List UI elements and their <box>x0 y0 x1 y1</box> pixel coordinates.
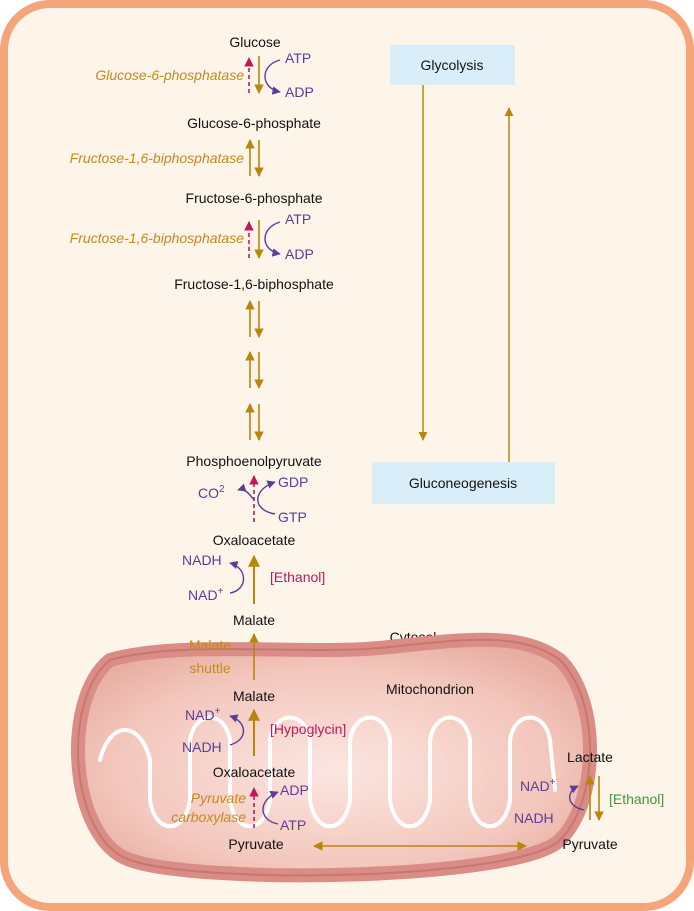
pc-enzyme-label-1: Pyruvate <box>191 790 246 806</box>
pyruvate-cytosol-label: Pyruvate <box>562 836 617 852</box>
hypoglycin-label: [Hypoglycin] <box>270 721 346 737</box>
nadh-1-label: NADH <box>182 552 222 568</box>
nadh-2-label: NADH <box>182 739 222 755</box>
glucose-label: Glucose <box>229 34 281 50</box>
mitochondrion <box>78 640 590 876</box>
malate-mito-label: Malate <box>233 688 275 704</box>
fructose-6-phosphate-label: Fructose-6-phosphate <box>186 190 323 206</box>
fbpase-2-enzyme-label: Fructose-1,6-biphosphatase <box>70 230 245 246</box>
oxaloacetate-mito-label: Oxaloacetate <box>213 764 296 780</box>
ethanol-cytosol-label: [Ethanol] <box>270 569 325 585</box>
gluconeogenesis-label: Gluconeogenesis <box>409 475 517 491</box>
ethanol-lactate-label: [Ethanol] <box>609 791 664 807</box>
malate-shuttle-label-1: Malate <box>189 637 231 653</box>
lactate-label: Lactate <box>567 749 613 765</box>
fructose-1-6-biphosphate-label: Fructose-1,6-biphosphate <box>174 276 334 292</box>
malate-cytosol-label: Malate <box>233 612 275 628</box>
mitochondrion-label: Mitochondrion <box>386 681 474 697</box>
adp-1-label: ADP <box>285 84 314 100</box>
phosphoenolpyruvate-label: Phosphoenolpyruvate <box>186 453 322 469</box>
adp-3-label: ADP <box>280 782 309 798</box>
glycolysis-label: Glycolysis <box>420 57 483 73</box>
atp-3-label: ATP <box>280 817 306 833</box>
g6pase-enzyme-label: Glucose-6-phosphatase <box>95 67 244 83</box>
gtp-label: GTP <box>278 509 307 525</box>
nadh-3-label: NADH <box>514 810 554 826</box>
malate-shuttle-label-2: shuttle <box>189 660 230 676</box>
fbpase-1-enzyme-label: Fructose-1,6-biphosphatase <box>70 150 245 166</box>
oxaloacetate-cytosol-label: Oxaloacetate <box>213 532 296 548</box>
pc-enzyme-label-2: carboxylase <box>171 809 246 825</box>
adp-2-label: ADP <box>285 246 314 262</box>
atp-1-label: ATP <box>285 50 311 66</box>
gdp-label: GDP <box>278 474 308 490</box>
atp-2-label: ATP <box>285 211 311 227</box>
glucose-6-phosphate-label: Glucose-6-phosphate <box>187 115 321 131</box>
pyruvate-mito-label: Pyruvate <box>228 836 283 852</box>
